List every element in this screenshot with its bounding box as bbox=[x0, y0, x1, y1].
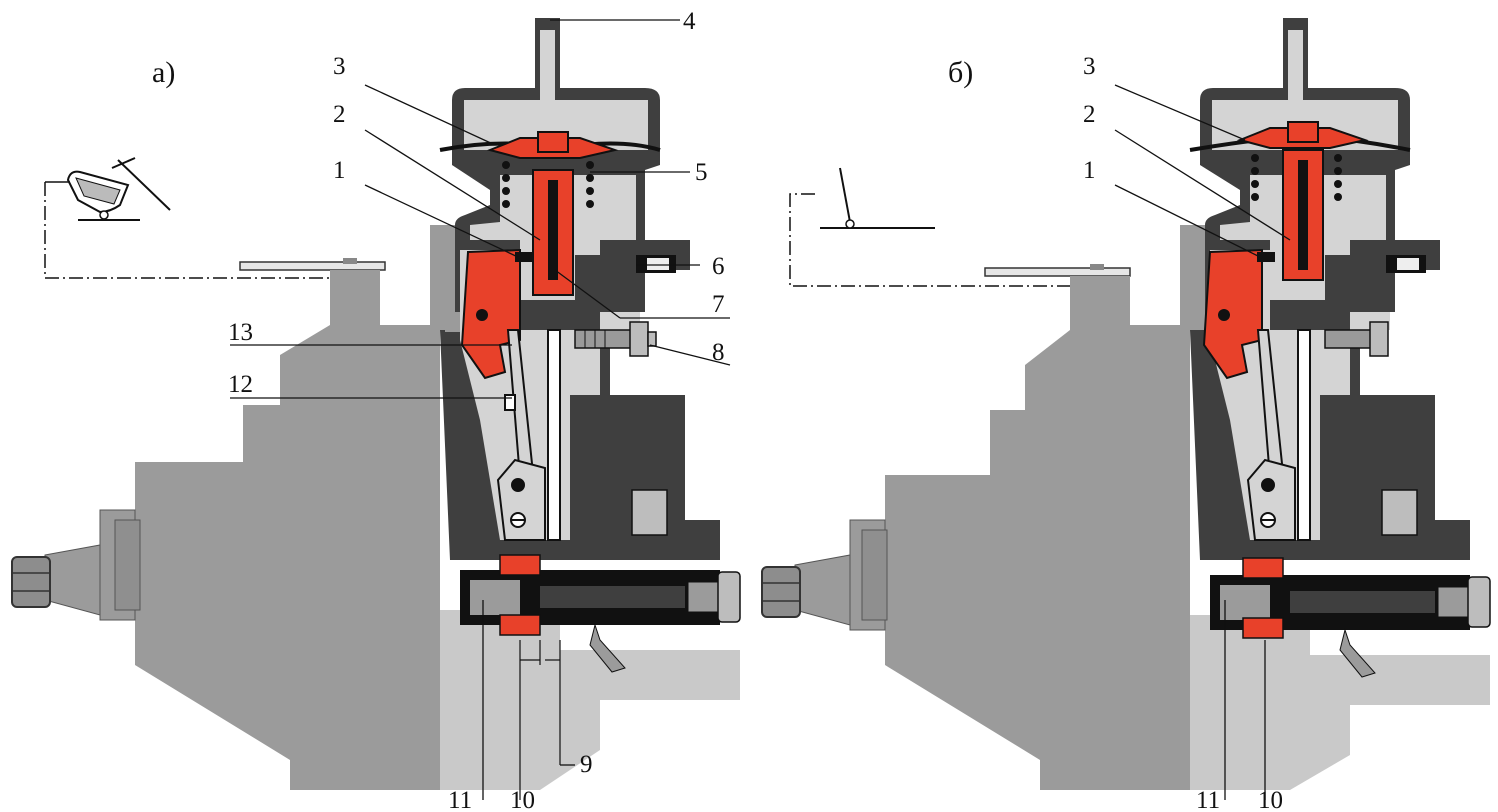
stroke-marker bbox=[519, 640, 561, 800]
callout-11-b: 11 bbox=[1196, 787, 1220, 812]
callout-11: 11 bbox=[448, 787, 472, 812]
callout-3-b: 3 bbox=[1083, 53, 1096, 80]
throttle-linkage-line bbox=[44, 182, 380, 279]
leader-lines-b bbox=[1114, 84, 1291, 800]
callout-9: 9 bbox=[580, 751, 593, 778]
piston-b bbox=[1236, 121, 1369, 281]
control-lever-b bbox=[984, 267, 1131, 277]
pump-housing bbox=[11, 225, 740, 790]
callout-2-b: 2 bbox=[1083, 101, 1096, 128]
callout-4: 4 bbox=[683, 8, 696, 35]
released-pedal-icon bbox=[820, 167, 935, 229]
callout-12: 12 bbox=[228, 371, 253, 398]
regulator-spring-b bbox=[1251, 154, 1342, 201]
piston bbox=[486, 131, 619, 296]
governor-lever bbox=[496, 329, 561, 541]
control-sleeve-b bbox=[1242, 557, 1284, 639]
leader-lines-a bbox=[230, 19, 731, 800]
stop-lever bbox=[460, 248, 521, 380]
panel-label-a: а) bbox=[152, 56, 175, 89]
callouts-a: 4 3 2 1 5 6 7 8 13 12 9 11 10 bbox=[228, 8, 725, 812]
callout-6: 6 bbox=[712, 253, 725, 280]
callouts-b: 3 2 1 11 10 bbox=[1083, 53, 1283, 812]
control-lever bbox=[239, 261, 386, 271]
control-sleeve bbox=[499, 554, 541, 636]
callout-7: 7 bbox=[712, 291, 725, 318]
callout-1: 1 bbox=[333, 157, 346, 184]
panel-a: а) 4 3 2 1 5 6 7 8 13 12 9 11 10 bbox=[11, 8, 741, 812]
stop-lever-b bbox=[1202, 248, 1263, 380]
callout-2: 2 bbox=[333, 101, 346, 128]
callout-1-b: 1 bbox=[1083, 157, 1096, 184]
governor-housing-b bbox=[1189, 18, 1491, 678]
callout-3: 3 bbox=[333, 53, 346, 80]
callout-8: 8 bbox=[712, 339, 725, 366]
governor-lever-b bbox=[1246, 329, 1311, 541]
adjusting-screw-b bbox=[1324, 329, 1376, 349]
callout-10-b: 10 bbox=[1258, 787, 1283, 812]
callout-10: 10 bbox=[510, 787, 535, 812]
throttle-linkage-line-b bbox=[789, 193, 1130, 287]
regulator-spring bbox=[502, 161, 594, 208]
panel-b: б) 3 2 1 11 10 bbox=[761, 18, 1491, 812]
control-spool bbox=[460, 570, 741, 673]
callout-13: 13 bbox=[228, 319, 253, 346]
accelerator-pedal-icon bbox=[60, 157, 171, 221]
shaft-nut bbox=[11, 556, 51, 608]
callout-5: 5 bbox=[695, 159, 708, 186]
panel-label-b: б) bbox=[948, 56, 973, 89]
shaft-nut-b bbox=[761, 566, 801, 618]
control-spool-b bbox=[1210, 575, 1491, 678]
